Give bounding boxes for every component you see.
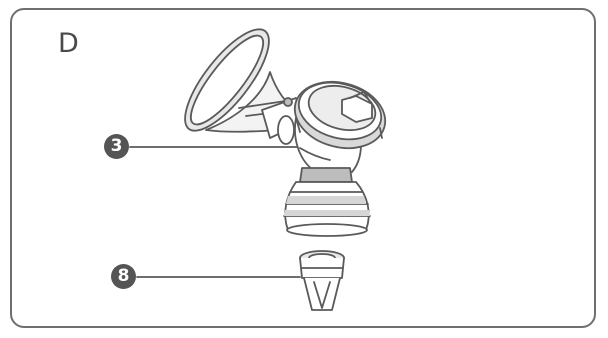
callout-3-badge: 3	[104, 134, 129, 159]
duckbill-valve	[300, 251, 344, 310]
bottle-adapter	[284, 168, 370, 236]
callout-8-badge: 8	[111, 264, 136, 289]
